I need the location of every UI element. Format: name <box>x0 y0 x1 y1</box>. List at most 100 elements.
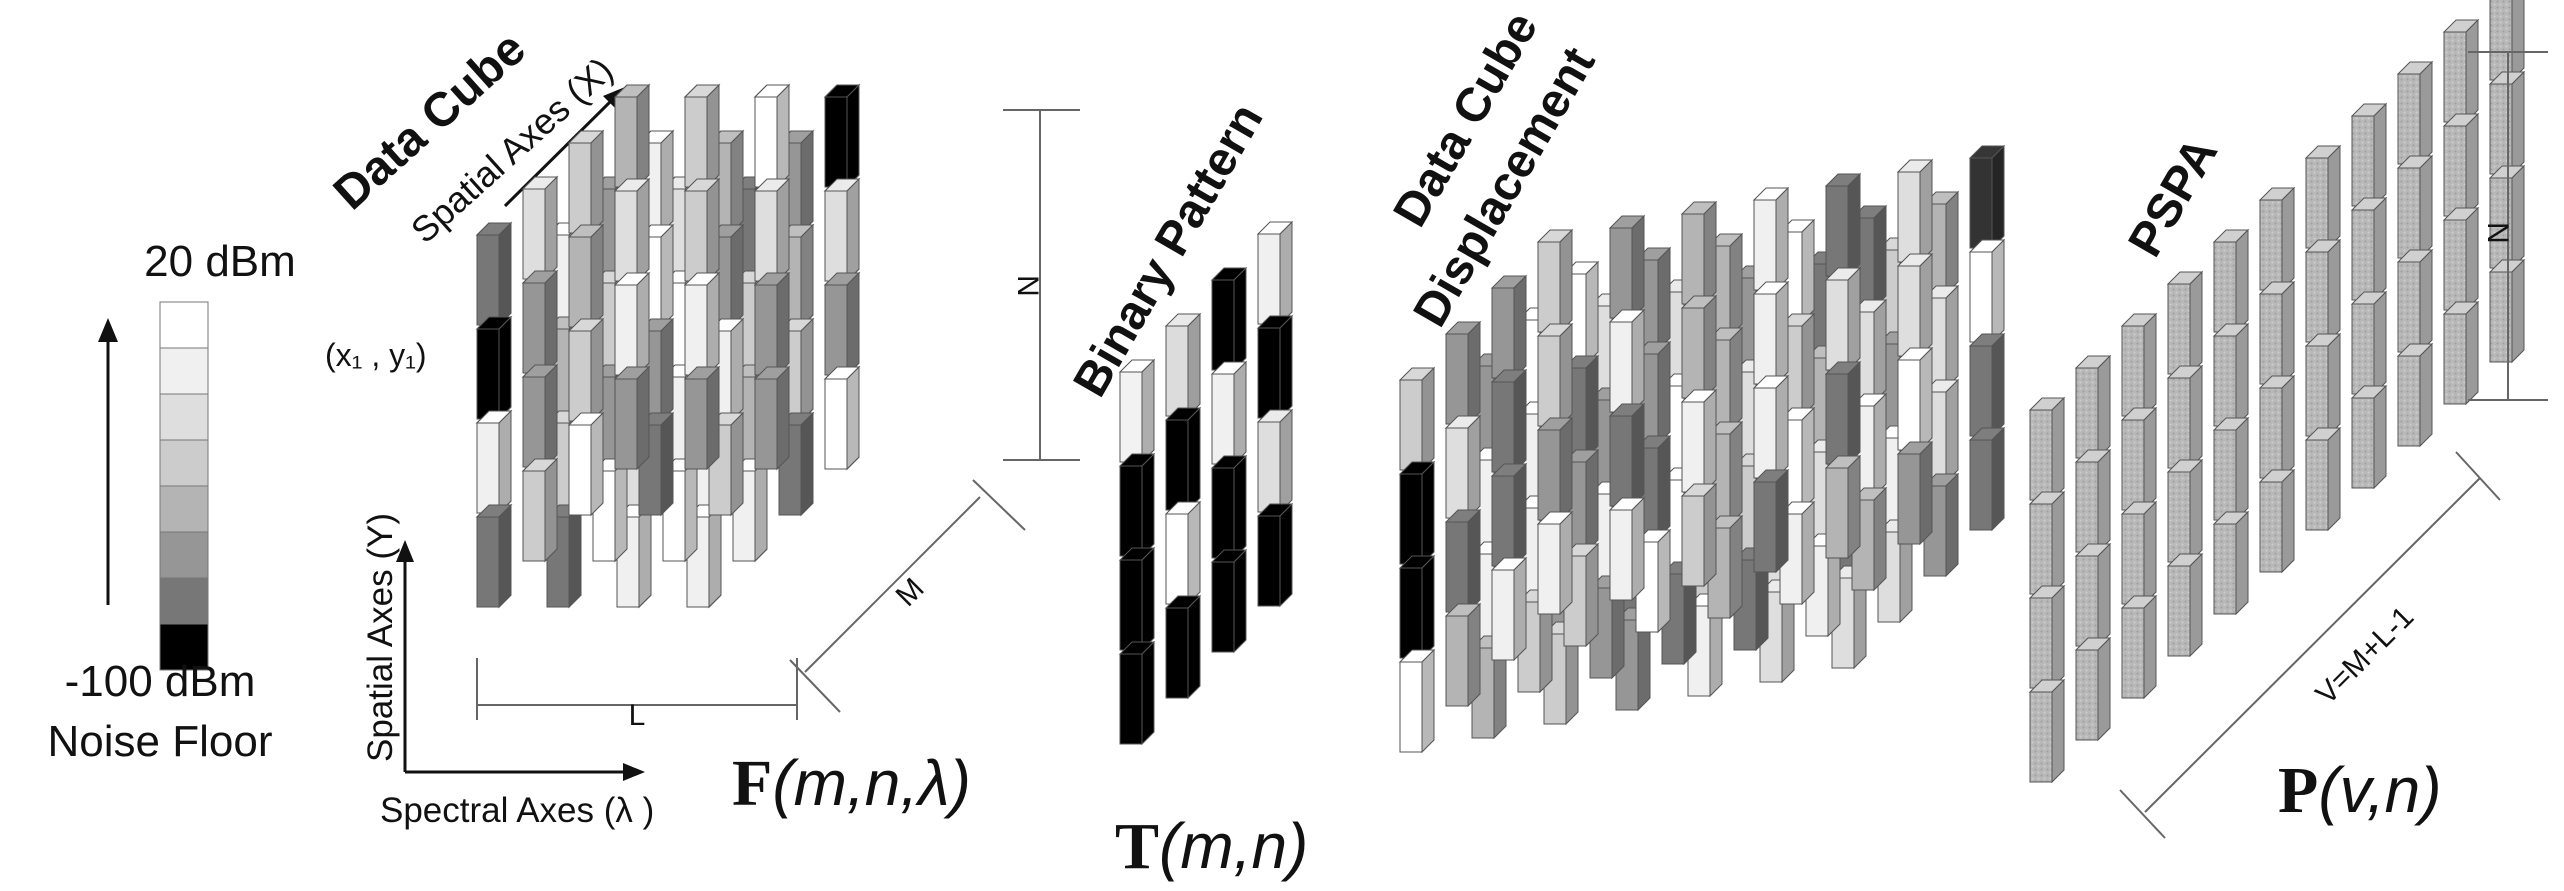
pspa-cell <box>2120 594 2158 700</box>
displaced-cell <box>1968 144 2006 250</box>
pspa-cell <box>2304 332 2342 438</box>
cube-cell <box>613 83 651 189</box>
spatial-y-label: Spatial Axes (Y) <box>361 513 400 762</box>
pspa-cell <box>2350 196 2388 302</box>
pspa-cell <box>2442 18 2480 124</box>
spatial-y-arrow-head-icon <box>396 540 414 562</box>
color-legend: 20 dBm -100 dBm Noise Floor <box>48 237 296 766</box>
legend-swatches <box>159 301 209 671</box>
pattern-cell <box>1164 406 1202 512</box>
data-cube-group: Data Cube Spatial Axes (X) (x₁ , y₁) N M… <box>324 22 1080 830</box>
dim-n-label: N <box>1011 275 1044 297</box>
cube-cell <box>613 271 651 377</box>
legend-swatch <box>159 393 209 441</box>
pattern-cell <box>1210 360 1248 466</box>
cube-cell <box>521 269 559 375</box>
displacement-group: Data Cube Displacement <box>1384 3 2006 754</box>
pspa-cell <box>2442 206 2480 312</box>
pspa-cell <box>2350 384 2388 490</box>
displaced-cell <box>1680 388 1718 494</box>
data-cube-title: Data Cube <box>324 22 536 220</box>
cube-cell <box>753 83 791 189</box>
pspa-cell <box>2258 468 2296 574</box>
formula-t: T(m,n) <box>1115 810 1308 883</box>
pspa-cell <box>2442 300 2480 406</box>
pspa-cell <box>2396 248 2434 354</box>
pspa-cell <box>2120 500 2158 606</box>
pspa-title: PSPA <box>2119 129 2228 266</box>
pattern-cell <box>1210 548 1248 654</box>
pattern-cell <box>1164 594 1202 700</box>
cube-cell <box>475 315 513 421</box>
cube-cell <box>613 365 651 471</box>
pspa-cell <box>2074 542 2112 648</box>
pspa-cell <box>2212 510 2250 616</box>
point-label: (x₁ , y₁) <box>325 337 427 373</box>
pattern-cell <box>1256 220 1294 326</box>
pattern-cell <box>1256 314 1294 420</box>
displaced-cell <box>1608 214 1646 320</box>
displaced-cell <box>1896 252 1934 358</box>
displaced-cell <box>1968 426 2006 532</box>
data-cube-blocks <box>475 83 861 609</box>
pspa-cell <box>2258 280 2296 386</box>
legend-swatch <box>159 623 209 671</box>
pspa-dim-v-line <box>2144 477 2481 813</box>
cube-cell <box>753 177 791 283</box>
displaced-cell <box>1752 280 1790 386</box>
cube-cell <box>683 365 721 471</box>
cube-cell <box>823 365 861 471</box>
displaced-cell <box>1608 308 1646 414</box>
pspa-cell <box>2304 238 2342 344</box>
displaced-cell <box>1536 322 1574 428</box>
pspa-blocks <box>2028 0 2526 784</box>
legend-swatch <box>159 439 209 487</box>
legend-bottom-label: -100 dBm <box>65 657 256 706</box>
pspa-cell <box>2488 258 2526 364</box>
displaced-cell <box>1608 402 1646 508</box>
displaced-cell <box>1536 416 1574 522</box>
displaced-cell <box>1398 554 1436 660</box>
pspa-dim-v-label: V=M+L-1 <box>2310 600 2421 711</box>
pspa-cell <box>2212 228 2250 334</box>
pattern-cell <box>1118 452 1156 558</box>
cube-cell <box>683 271 721 377</box>
cube-cell <box>613 177 651 283</box>
cube-cell <box>823 83 861 189</box>
cube-cell <box>475 503 513 609</box>
pspa-cell <box>2166 458 2204 564</box>
displaced-cell <box>1398 460 1436 566</box>
formula-p: P(v,n) <box>2278 754 2442 827</box>
binary-pattern-blocks <box>1118 220 1294 746</box>
displaced-cell <box>1490 368 1528 474</box>
cube-cell <box>753 365 791 471</box>
pspa-cell <box>2396 154 2434 260</box>
displaced-cell <box>1490 556 1528 662</box>
formula-f: F(m,n,λ) <box>732 747 971 820</box>
pspa-cell <box>2396 342 2434 448</box>
displaced-cell <box>1968 238 2006 344</box>
displaced-cell <box>1536 510 1574 616</box>
displaced-cell <box>1752 468 1790 574</box>
pspa-cell <box>2028 678 2066 784</box>
cube-cell <box>823 271 861 377</box>
cube-cell <box>521 363 559 469</box>
pspa-group: PSPA N V=M+L-1 P(v,n) <box>2028 0 2548 839</box>
displaced-cell <box>1536 228 1574 334</box>
pspa-cell <box>2166 552 2204 658</box>
pspa-cell <box>2350 290 2388 396</box>
pattern-cell <box>1118 640 1156 746</box>
displaced-cell <box>1398 648 1436 754</box>
displaced-cell <box>1444 414 1482 520</box>
pspa-cell <box>2120 406 2158 512</box>
pspa-cell <box>2074 354 2112 460</box>
pspa-cell <box>2166 270 2204 376</box>
cube-cell <box>521 457 559 563</box>
displaced-cell <box>1490 274 1528 380</box>
displaced-cell <box>1490 462 1528 568</box>
pattern-cell <box>1164 500 1202 606</box>
cube-cell <box>567 223 605 329</box>
dim-m-label: M <box>890 572 931 613</box>
pspa-cell <box>2074 636 2112 742</box>
